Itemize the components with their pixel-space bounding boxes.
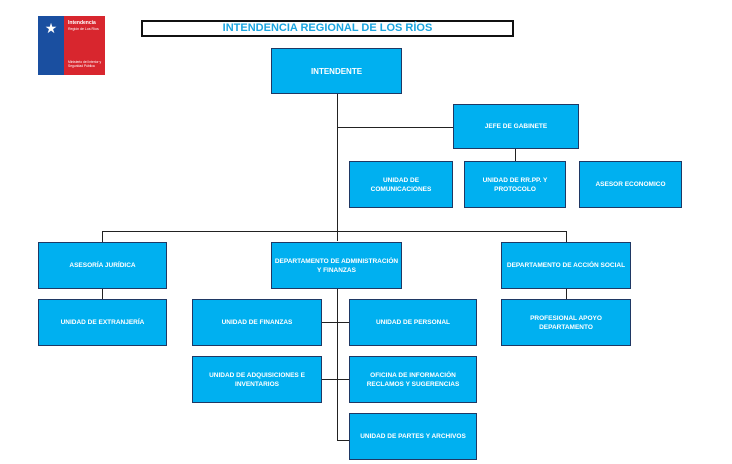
page-title: INTENDENCIA REGIONAL DE LOS RÍOS: [141, 20, 514, 37]
box-unidad-personal: UNIDAD DE PERSONAL: [349, 299, 477, 346]
connector: [337, 127, 453, 128]
box-jefe-gabinete: JEFE DE GABINETE: [453, 104, 579, 149]
connector: [566, 289, 567, 299]
box-asesor-economico: ASESOR ECONOMICO: [579, 161, 682, 208]
box-depto-accion-social: DEPARTAMENTO DE ACCIÓN SOCIAL: [501, 242, 631, 289]
logo-crest-icon: ★: [44, 20, 58, 36]
box-unidad-partes: UNIDAD DE PARTES Y ARCHIVOS: [349, 413, 477, 460]
logo-blue-band: [38, 16, 64, 75]
connector: [337, 440, 349, 441]
connector: [322, 379, 349, 380]
box-unidad-extranjeria: UNIDAD DE EXTRANJERÍA: [38, 299, 167, 346]
connector: [102, 231, 567, 232]
box-depto-administracion: DEPARTAMENTO DE ADMINISTRACIÓN Y FINANZA…: [271, 242, 402, 289]
connector: [566, 231, 567, 242]
box-unidad-finanzas: UNIDAD DE FINANZAS: [192, 299, 322, 346]
intendencia-logo: ★ Intendencia Región de Los Ríos Ministe…: [38, 16, 105, 75]
logo-ministry: Ministerio del Interior y Seguridad Públ…: [68, 60, 102, 68]
box-unidad-rrpp: UNIDAD DE RR.PP. Y PROTOCOLO: [464, 161, 566, 208]
connector: [515, 149, 516, 161]
connector: [102, 231, 103, 242]
box-oficina-informacion: OFICINA DE INFORMACIÓN RECLAMOS Y SUGERE…: [349, 356, 477, 403]
connector: [102, 289, 103, 299]
connector: [337, 94, 338, 241]
box-unidad-adquisiciones: UNIDAD DE ADQUISICIONES E INVENTARIOS: [192, 356, 322, 403]
logo-title: Intendencia: [68, 20, 96, 26]
box-asesoria-juridica: ASESORÍA JURÍDICA: [38, 242, 167, 289]
connector: [337, 289, 338, 441]
box-unidad-comunicaciones: UNIDAD DE COMUNICACIONES: [349, 161, 453, 208]
logo-red-band: [64, 16, 105, 75]
box-profesional-apoyo: PROFESIONAL APOYO DEPARTAMENTO: [501, 299, 631, 346]
connector: [322, 322, 349, 323]
logo-subtitle: Región de Los Ríos: [68, 27, 99, 31]
box-intendente: INTENDENTE: [271, 48, 402, 94]
